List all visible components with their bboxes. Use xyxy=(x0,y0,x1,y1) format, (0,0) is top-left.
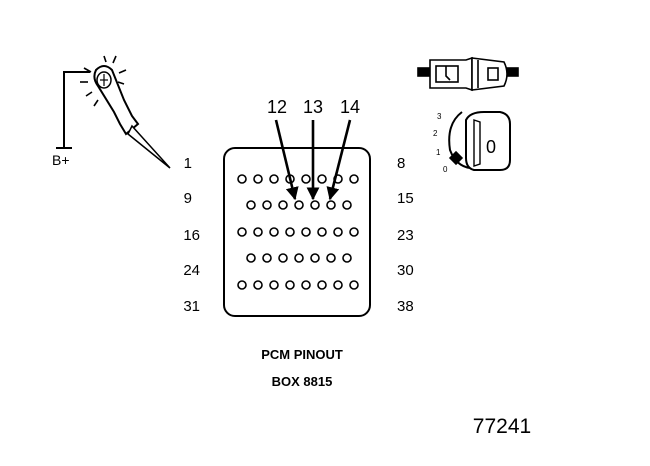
row-start-label: 1 xyxy=(184,155,192,172)
figure-id: 77241 xyxy=(473,415,531,438)
pin-hole xyxy=(278,200,288,210)
pin-hole xyxy=(269,174,279,184)
row-start-label: 31 xyxy=(183,298,200,315)
ignition-position-labels: 3 2 1 0 xyxy=(433,112,448,174)
pin-hole xyxy=(253,227,263,237)
pin-hole xyxy=(301,174,311,184)
arrow-label-12: 12 xyxy=(267,97,287,117)
connector-plug-icon xyxy=(417,56,519,92)
pin-hole xyxy=(310,253,320,263)
pin-hole xyxy=(310,200,320,210)
row-end-label: 38 xyxy=(397,298,414,315)
pin-hole xyxy=(246,253,256,263)
ignition-switch-icon xyxy=(448,111,511,171)
pin-hole xyxy=(237,280,247,290)
caption-line-2: BOX 8815 xyxy=(272,374,333,389)
pin-hole xyxy=(301,227,311,237)
pin-hole xyxy=(301,280,311,290)
ignition-position: 1 xyxy=(436,148,441,157)
row-start-pin-labels: 1 9 16 24 31 xyxy=(183,155,200,315)
pin-hole xyxy=(294,200,304,210)
pin-hole xyxy=(262,253,272,263)
ignition-position: 0 xyxy=(443,165,448,174)
pin-pointer-arrows xyxy=(274,119,352,201)
arrow-label-14: 14 xyxy=(340,97,360,117)
pin-hole xyxy=(333,280,343,290)
pin-hole xyxy=(237,227,247,237)
pin-hole xyxy=(317,174,327,184)
row-end-label: 23 xyxy=(397,227,414,244)
pin-hole xyxy=(342,200,352,210)
row-end-pin-labels: 8 15 23 30 38 xyxy=(397,155,414,315)
pin-hole xyxy=(342,253,352,263)
caption-line-1: PCM PINOUT xyxy=(261,347,343,362)
pin-hole xyxy=(278,253,288,263)
pin-hole xyxy=(285,280,295,290)
pin-hole xyxy=(333,227,343,237)
pin-hole xyxy=(349,174,359,184)
pin-hole xyxy=(349,280,359,290)
pin-hole xyxy=(253,280,263,290)
pin-hole xyxy=(253,174,263,184)
ignition-key-number: 0 xyxy=(486,137,496,157)
pin-hole xyxy=(317,227,327,237)
pin-hole xyxy=(294,253,304,263)
pin-hole xyxy=(246,200,256,210)
row-end-label: 30 xyxy=(397,262,414,279)
pin-hole xyxy=(269,280,279,290)
pin-hole xyxy=(269,227,279,237)
probe-voltage-label: B+ xyxy=(52,152,70,168)
row-end-label: 8 xyxy=(397,155,405,172)
arrow-pin-12 xyxy=(274,119,299,201)
test-light-probe-icon xyxy=(56,55,171,169)
row-start-label: 9 xyxy=(184,190,192,207)
pin-hole xyxy=(326,200,336,210)
pin-hole xyxy=(317,280,327,290)
ignition-position: 3 xyxy=(437,112,442,121)
arrow-pin-14 xyxy=(326,119,352,201)
pin-hole xyxy=(237,174,247,184)
row-start-label: 16 xyxy=(183,227,200,244)
row-start-label: 24 xyxy=(183,262,200,279)
row-end-label: 15 xyxy=(397,190,414,207)
ignition-position: 2 xyxy=(433,129,438,138)
pin-hole xyxy=(285,227,295,237)
pin-hole xyxy=(262,200,272,210)
arrow-label-13: 13 xyxy=(303,97,323,117)
pin-hole xyxy=(349,227,359,237)
pin-hole xyxy=(326,253,336,263)
